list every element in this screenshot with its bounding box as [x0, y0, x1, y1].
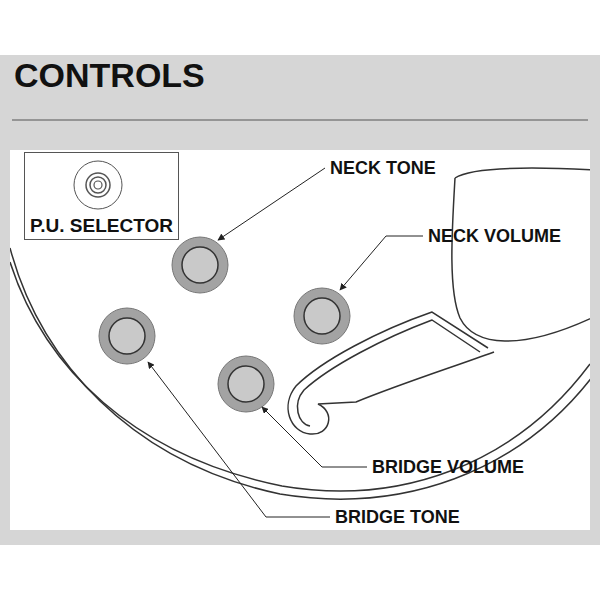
neck-heel [452, 178, 590, 341]
knob [172, 237, 228, 293]
body-binding [10, 262, 590, 491]
control-label: BRIDGE TONE [335, 507, 460, 528]
control-label: BRIDGE VOLUME [372, 457, 524, 478]
body-edge [10, 248, 590, 499]
control-label: NECK VOLUME [428, 226, 561, 247]
knob [294, 288, 350, 344]
header-band [0, 55, 600, 545]
knob [99, 308, 155, 364]
leader-line [262, 407, 367, 467]
control-label: NECK TONE [330, 158, 436, 179]
neck-edge [455, 168, 590, 178]
guitar-body [10, 168, 590, 499]
leader-line [218, 168, 325, 240]
selector-switch [74, 161, 122, 209]
control-knobs [99, 237, 350, 412]
leader-line [340, 236, 423, 290]
page-title: CONTROLS [14, 56, 205, 95]
rule-line [12, 120, 588, 121]
leader-line [148, 362, 330, 517]
knob [218, 356, 274, 412]
panel [10, 150, 590, 530]
selector-label: P.U. SELECTOR [30, 215, 173, 237]
selector-box: P.U. SELECTOR [24, 152, 179, 240]
